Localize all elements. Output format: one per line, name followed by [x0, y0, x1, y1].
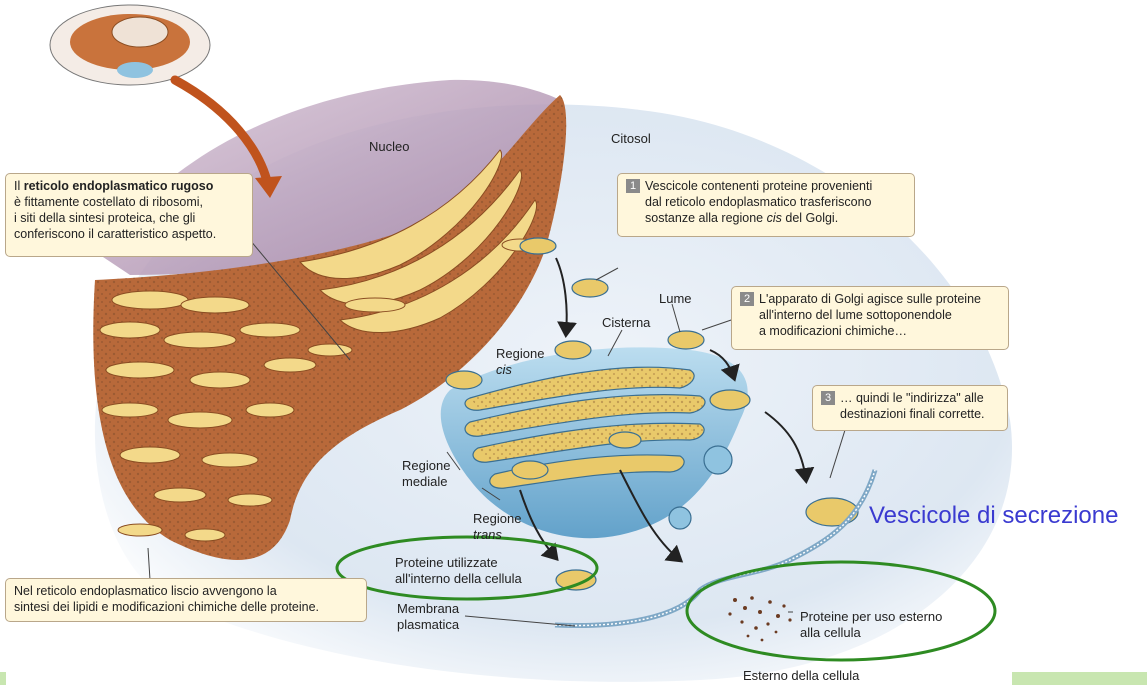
vesicle	[703, 445, 733, 475]
external-proteins-highlight	[685, 560, 997, 662]
step-number: 1	[626, 179, 640, 193]
vesicle	[445, 370, 483, 390]
cell-inset-thumbnail	[49, 4, 211, 86]
label-cell-exterior: Esterno della cellula	[743, 668, 860, 683]
vesicle	[571, 278, 609, 298]
vesicle	[608, 431, 642, 449]
leader-lines	[147, 239, 846, 627]
step-number: 2	[740, 292, 754, 306]
step-number: 3	[821, 391, 835, 405]
label-cytosol: Citosol	[611, 131, 651, 146]
internal-proteins-highlight	[335, 535, 599, 601]
callout-rough-er: Il reticolo endoplasmatico rugoso è fitt…	[5, 173, 253, 257]
vesicle	[555, 569, 597, 591]
vesicle	[667, 330, 705, 350]
vesicle	[709, 389, 751, 411]
label-lumen: Lume	[659, 291, 692, 306]
vesicle	[554, 340, 592, 360]
secretory-vesicle	[805, 497, 859, 527]
secreted-proteins	[728, 596, 792, 642]
flow-arrows	[519, 257, 815, 563]
callout-smooth-er: Nel reticolo endoplasmatico liscio avven…	[5, 578, 367, 622]
er-cisternae	[99, 149, 539, 542]
vesicles	[445, 237, 859, 591]
label-cisterna: Cisterna	[602, 315, 651, 330]
vesicle	[668, 506, 692, 530]
vesicle	[519, 237, 557, 255]
callout-step-3: 3… quindi le "indirizza" alle destinazio…	[812, 385, 1008, 431]
label-secretory-vesicles: Vescicole di secrezione	[869, 502, 1119, 529]
zoom-arrow	[170, 75, 273, 190]
vesicle	[511, 460, 549, 480]
label-nucleus: Nucleo	[369, 139, 410, 154]
